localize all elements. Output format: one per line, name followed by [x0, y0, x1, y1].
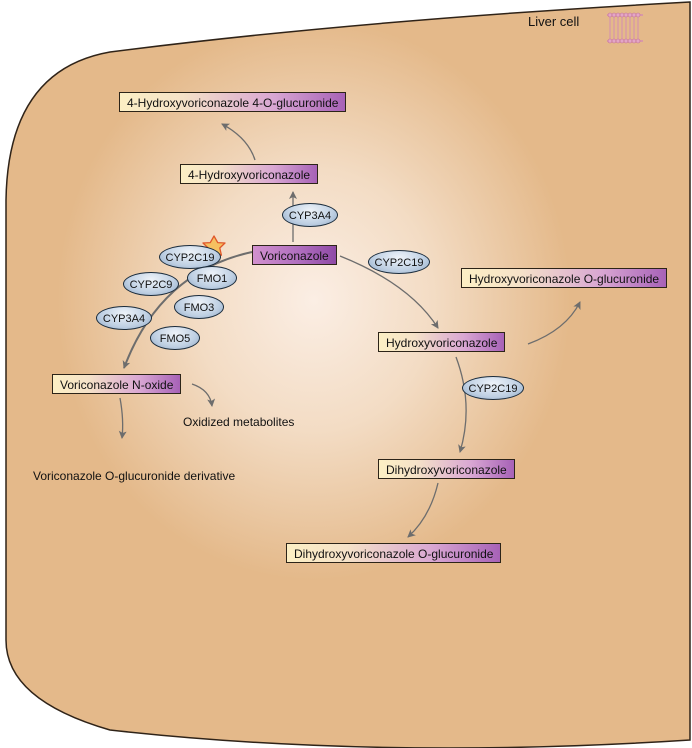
enzyme-cyp3a4-top: CYP3A4 [282, 203, 338, 227]
metabolite-dihydroxyvoriconazole: Dihydroxyvoriconazole [378, 459, 515, 479]
arrow-dihydroxy-to-glucuronide [407, 482, 439, 538]
arrow-n-oxide-to-oxidized [191, 383, 216, 407]
label-oxidized-metabolites: Oxidized metabolites [183, 415, 295, 429]
enzyme-cyp2c19-lower: CYP2C19 [462, 376, 524, 400]
enzyme-fmo5: FMO5 [150, 326, 200, 350]
liver-cell-label: Liver cell [528, 14, 580, 29]
enzyme-fmo1: FMO1 [187, 266, 237, 290]
arrow-hydroxy-to-dihydroxy [455, 356, 467, 453]
metabolite-voriconazole: Voriconazole [252, 245, 337, 265]
arrow-n-oxide-to-derivative [118, 397, 127, 439]
label-o-glucuronide-derivative: Voriconazole O-glucuronide derivative [33, 469, 236, 483]
metabolite-hydroxyvoriconazole: Hydroxyvoriconazole [378, 332, 506, 352]
enzyme-cyp3a4-left: CYP3A4 [96, 306, 152, 330]
membrane-icon [607, 12, 643, 44]
arrow-vori-to-n-oxide [122, 251, 253, 369]
enzyme-cyp2c19-right: CYP2C19 [368, 250, 430, 274]
metabolite-4-hydroxy-4-o-glucuronide: 4-Hydroxyvoriconazole 4-O-glucuronide [119, 92, 347, 112]
arrow-vori-to-hydroxyvori [339, 255, 439, 329]
metabolite-4-hydroxyvoriconazole: 4-Hydroxyvoriconazole [180, 164, 319, 184]
metabolite-voriconazole-n-oxide: Voriconazole N-oxide [52, 374, 182, 394]
enzyme-cyp2c9: CYP2C9 [123, 272, 179, 296]
enzyme-fmo3: FMO3 [174, 295, 224, 319]
enzyme-cyp2c19-star: CYP2C19 [159, 245, 221, 269]
arrow-4hydroxy-to-glucuronide [221, 123, 256, 161]
arrow-hydroxy-to-glucuronide [527, 301, 581, 345]
metabolite-dihydroxyvoriconazole-o-glucuronide: Dihydroxyvoriconazole O-glucuronide [286, 543, 502, 563]
liver-cell-shape [5, 1, 691, 748]
metabolite-hydroxyvoriconazole-o-glucuronide: Hydroxyvoriconazole O-glucuronide [461, 268, 668, 288]
